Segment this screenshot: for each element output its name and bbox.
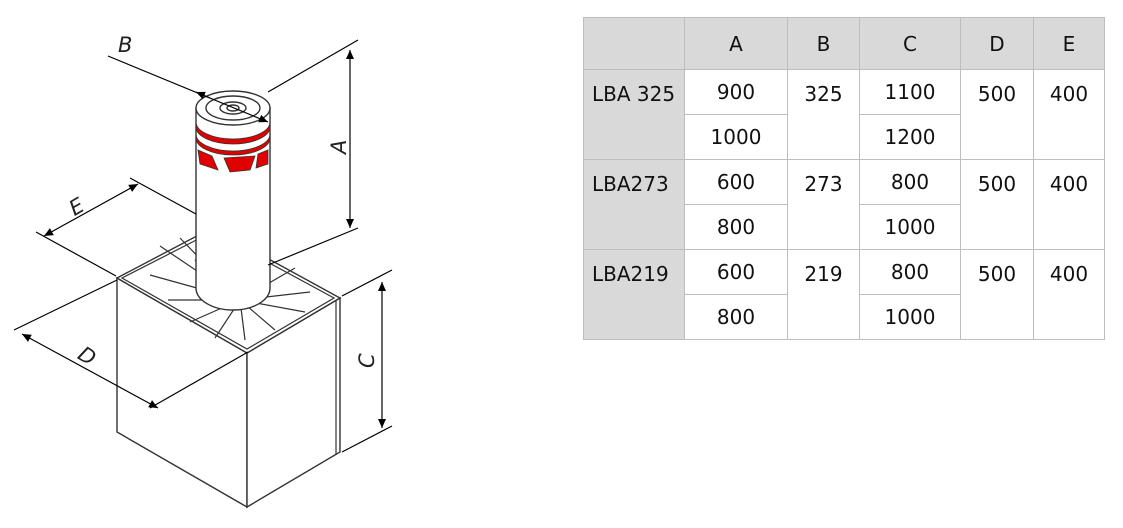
header-b: B: [787, 17, 860, 70]
value-a: 600: [684, 159, 788, 205]
value-d: 500: [960, 69, 1034, 160]
value-c: 800: [859, 249, 961, 295]
value-e: 400: [1033, 249, 1105, 340]
value-d: 500: [960, 159, 1034, 250]
dimensions-table: A B C D E LBA 325 900 325 1100 500 400 1…: [583, 17, 1105, 340]
value-d: 500: [960, 249, 1034, 340]
table-row: 1000 1200: [584, 114, 1105, 160]
model-cell: LBA273: [583, 159, 685, 250]
table-row: LBA219 600 219 800 500 400: [583, 249, 1105, 340]
dimension-d: [13, 279, 249, 409]
value-c: 1200: [859, 114, 961, 160]
value-c: 1000: [859, 204, 961, 250]
bollard-diagram: A B E D C: [13, 33, 393, 509]
bollard-reflective-bands: [195, 121, 271, 173]
dimension-e: [35, 177, 197, 277]
table-row: LBA273 600 273 800 500 400: [583, 159, 1105, 250]
header-d: D: [960, 17, 1034, 70]
header-e: E: [1033, 17, 1105, 70]
label-b: B: [118, 33, 132, 57]
value-a: 900: [684, 69, 788, 115]
table-row: 800 1000: [584, 204, 1105, 250]
value-c: 1100: [859, 69, 961, 115]
value-e: 400: [1033, 69, 1105, 160]
value-a: 800: [684, 204, 788, 250]
value-a: 600: [684, 249, 788, 295]
value-b: 219: [787, 249, 860, 340]
value-e: 400: [1033, 159, 1105, 250]
table-row: 800 1000: [584, 294, 1105, 340]
table-row: LBA 325 900 325 1100 500 400: [583, 69, 1105, 160]
model-cell: LBA 325: [583, 69, 685, 160]
dimension-a: [267, 39, 359, 266]
label-e: E: [65, 193, 89, 221]
dimension-c: [341, 269, 393, 453]
value-a: 800: [684, 294, 788, 340]
bollard-cylinder: [195, 90, 271, 311]
value-a: 1000: [684, 114, 788, 160]
label-d: D: [74, 342, 100, 371]
header-c: C: [859, 17, 961, 70]
value-c: 800: [859, 159, 961, 205]
header-corner: [583, 17, 685, 70]
value-b: 325: [787, 69, 860, 160]
table-header-row: A B C D E: [583, 17, 1105, 70]
value-b: 273: [787, 159, 860, 250]
dimension-b: [107, 55, 269, 123]
header-a: A: [684, 17, 788, 70]
value-c: 1000: [859, 294, 961, 340]
label-a: A: [327, 140, 351, 156]
model-cell: LBA219: [583, 249, 685, 340]
label-c: C: [355, 353, 379, 368]
